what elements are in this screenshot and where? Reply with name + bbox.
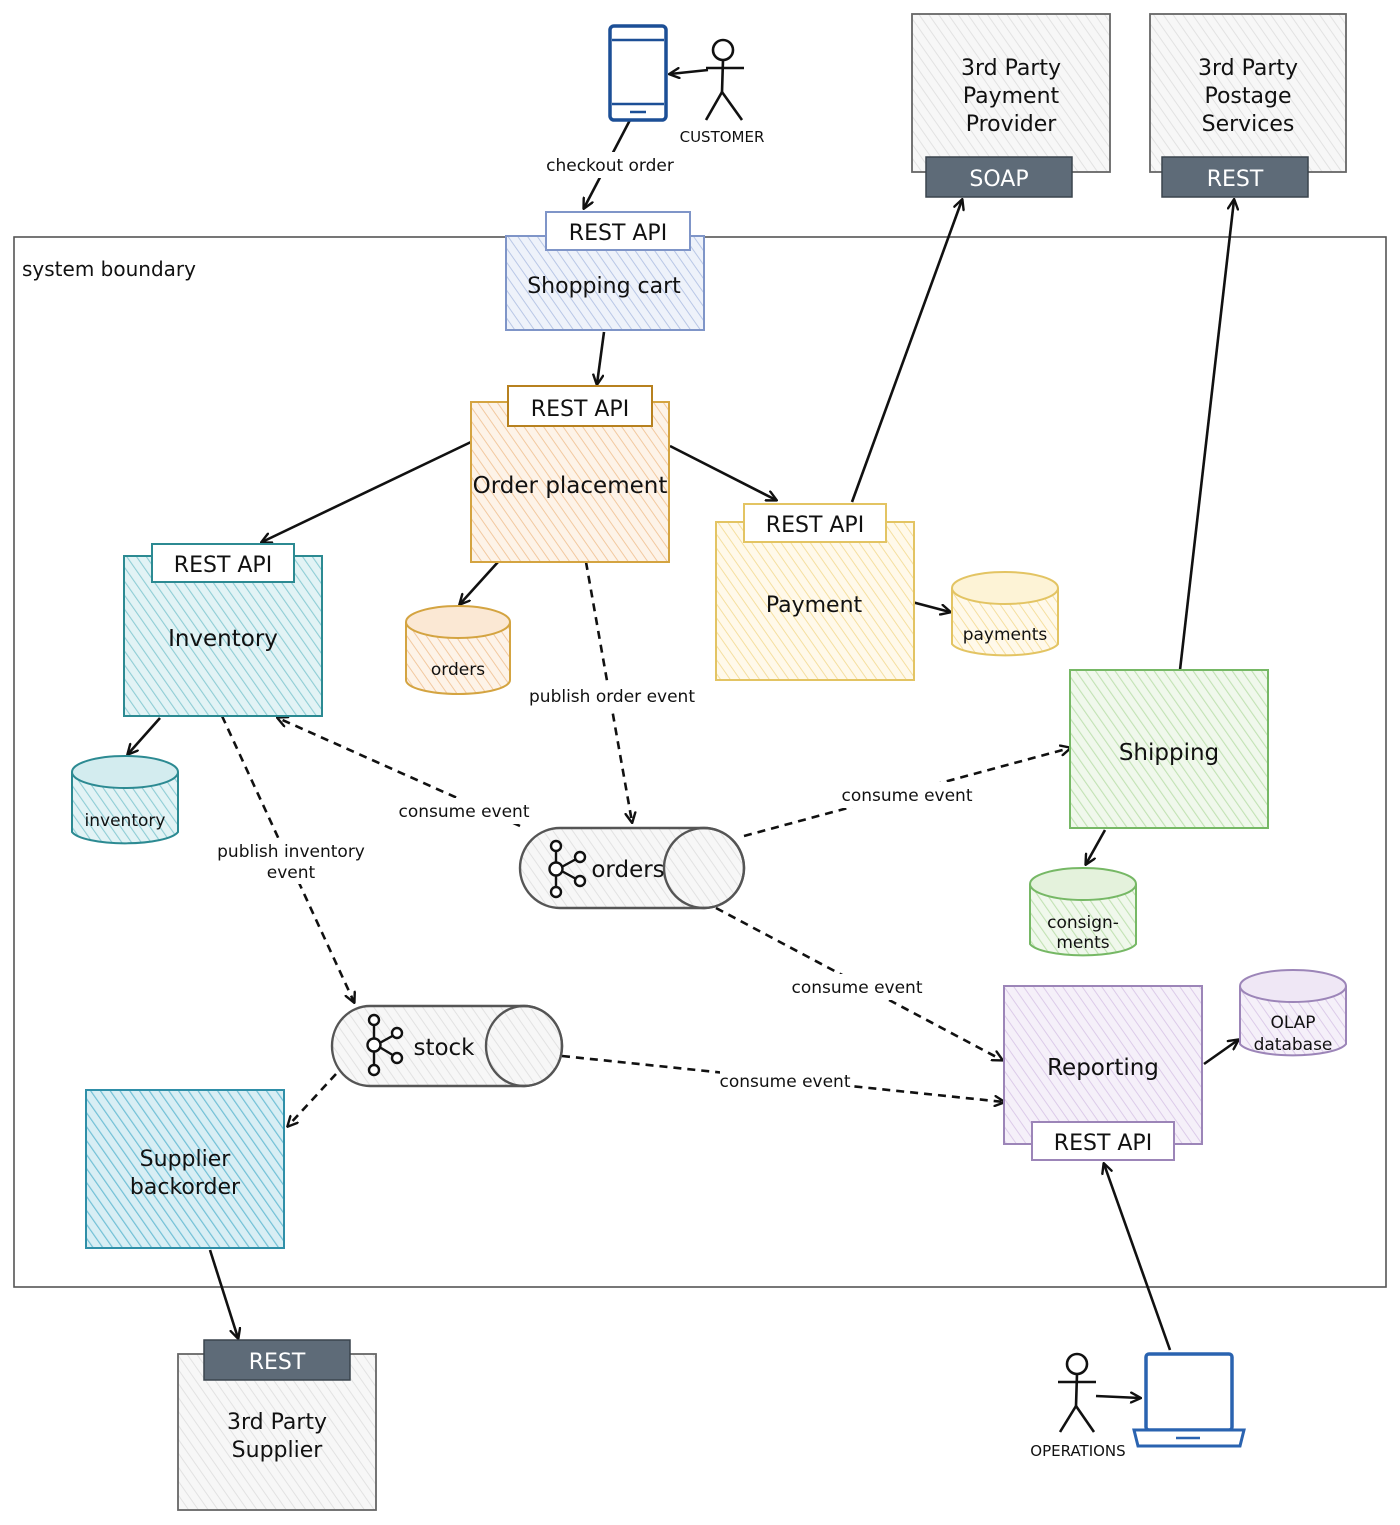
external-payment-provider: 3rd Party Payment Provider SOAP xyxy=(911,13,1111,198)
label-consume-event-reporting-stock: consume event xyxy=(720,1072,851,1092)
service-reporting: Reporting REST API xyxy=(1003,985,1203,1161)
edge-stock-backorder xyxy=(288,1073,337,1126)
edge-labels: checkout order publish order event consu… xyxy=(214,152,973,1094)
postage-rest-badge xyxy=(1161,156,1309,198)
edge-cart-order xyxy=(597,331,606,384)
svg-text:3rd Party: 3rd Party xyxy=(227,1410,327,1435)
reporting-rest-api-label: REST API xyxy=(1054,1131,1152,1156)
system-boundary-label: system boundary xyxy=(22,257,196,281)
kafka-icon xyxy=(366,1013,404,1077)
edge-inventory-inventorydb xyxy=(128,717,161,754)
operations-stick-figure-icon xyxy=(1058,1352,1096,1433)
order-placement-title: Order placement xyxy=(473,473,668,499)
label-consume-event-shipping: consume event xyxy=(842,786,973,806)
label-publish-order-event: publish order event xyxy=(529,687,695,707)
service-inventory: REST API Inventory xyxy=(123,543,323,717)
svg-text:Payment: Payment xyxy=(963,84,1060,109)
service-payment: REST API Payment xyxy=(715,503,915,681)
database-payments-label: payments xyxy=(963,625,1048,645)
edge-shipping-postage xyxy=(1178,200,1234,671)
edge-shipping-consignments xyxy=(1086,829,1107,864)
database-consignments-line2: ments xyxy=(1056,933,1109,953)
edge-customer-phone xyxy=(670,70,709,74)
edge-operations-laptop xyxy=(1095,1396,1140,1398)
inventory-rest-api-label: REST API xyxy=(174,553,272,578)
label-publish-inventory-line2: event xyxy=(267,863,316,883)
order-placement-rest-api-label: REST API xyxy=(531,397,629,422)
supplier-rest-badge xyxy=(203,1339,351,1381)
shipping-title: Shipping xyxy=(1119,740,1219,766)
edge-laptop-reporting xyxy=(1104,1164,1172,1351)
database-inventory-label: inventory xyxy=(85,811,166,831)
label-publish-inventory-line1: publish inventory xyxy=(217,842,365,862)
payment-title: Payment xyxy=(766,593,863,618)
topic-orders-label: orders xyxy=(591,857,664,883)
topic-stock-label: stock xyxy=(413,1035,475,1061)
topic-stock: stock xyxy=(330,1004,564,1088)
edge-order-inventory xyxy=(262,440,472,542)
database-orders: orders xyxy=(405,605,511,695)
order-placement-rest-api-badge xyxy=(507,385,653,427)
label-checkout-order: checkout order xyxy=(546,156,674,176)
reporting-rest-api-badge xyxy=(1031,1121,1175,1161)
soap-api-label: SOAP xyxy=(969,167,1028,192)
database-orders-label: orders xyxy=(431,660,485,680)
edge-order-ordersdb xyxy=(460,561,499,604)
reporting-title: Reporting xyxy=(1047,1055,1159,1081)
customer-stick-figure-icon xyxy=(704,38,744,121)
supplier-backorder-title-line1: Supplier xyxy=(140,1147,232,1172)
service-supplier-backorder: Supplier backorder xyxy=(85,1089,285,1249)
edge-consume-reporting-stock xyxy=(561,1054,1004,1102)
database-payments: payments xyxy=(951,571,1059,657)
postage-rest-label: REST xyxy=(1207,167,1264,192)
operations-label: OPERATIONS xyxy=(1030,1442,1125,1460)
payment-rest-api-label: REST API xyxy=(766,513,864,538)
customer-phone-icon xyxy=(608,24,668,122)
label-consume-event-inventory: consume event xyxy=(399,802,530,822)
svg-text:Postage: Postage xyxy=(1204,84,1291,109)
label-consume-event-reporting-orders: consume event xyxy=(792,978,923,998)
kafka-icon xyxy=(548,839,587,899)
service-shipping: Shipping xyxy=(1069,669,1269,829)
edge-payment-paymentsdb xyxy=(911,600,950,612)
database-consignments-line1: consign- xyxy=(1047,913,1119,933)
shopping-cart-rest-api-label: REST API xyxy=(569,221,667,246)
soap-api-badge xyxy=(925,156,1073,198)
supplier-backorder-title-line2: backorder xyxy=(130,1175,241,1200)
edge-backorder-supplier xyxy=(208,1249,238,1338)
inventory-rest-api-badge xyxy=(151,543,295,583)
svg-text:Supplier: Supplier xyxy=(232,1438,324,1463)
service-order-placement: REST API Order placement xyxy=(470,385,670,563)
supplier-rest-label: REST xyxy=(249,1350,306,1375)
external-supplier: REST 3rd Party Supplier xyxy=(177,1339,377,1511)
database-olap: OLAP database xyxy=(1239,969,1347,1057)
database-olap-line2: database xyxy=(1254,1035,1333,1055)
operations-laptop-icon xyxy=(1132,1352,1246,1448)
edge-order-payment xyxy=(669,444,776,500)
service-shopping-cart: REST API Shopping cart xyxy=(505,211,705,331)
edge-reporting-olap xyxy=(1203,1040,1238,1066)
external-postage-services: 3rd Party Postage Services REST xyxy=(1149,13,1347,198)
edge-payment-soap xyxy=(850,200,962,503)
customer-label: CUSTOMER xyxy=(680,128,765,146)
database-inventory: inventory xyxy=(71,755,179,845)
payment-rest-api-badge xyxy=(743,503,887,543)
svg-text:Services: Services xyxy=(1202,112,1295,137)
database-olap-line1: OLAP xyxy=(1270,1013,1315,1033)
edges xyxy=(128,70,1238,1398)
svg-text:3rd Party: 3rd Party xyxy=(1198,56,1298,81)
svg-text:Provider: Provider xyxy=(966,112,1058,137)
shopping-cart-title: Shopping cart xyxy=(527,274,681,299)
inventory-title: Inventory xyxy=(168,626,278,652)
topic-orders: orders xyxy=(518,826,746,910)
shopping-cart-rest-api-badge xyxy=(545,211,691,251)
database-consignments: consign- ments xyxy=(1029,867,1137,957)
svg-text:3rd Party: 3rd Party xyxy=(961,56,1061,81)
